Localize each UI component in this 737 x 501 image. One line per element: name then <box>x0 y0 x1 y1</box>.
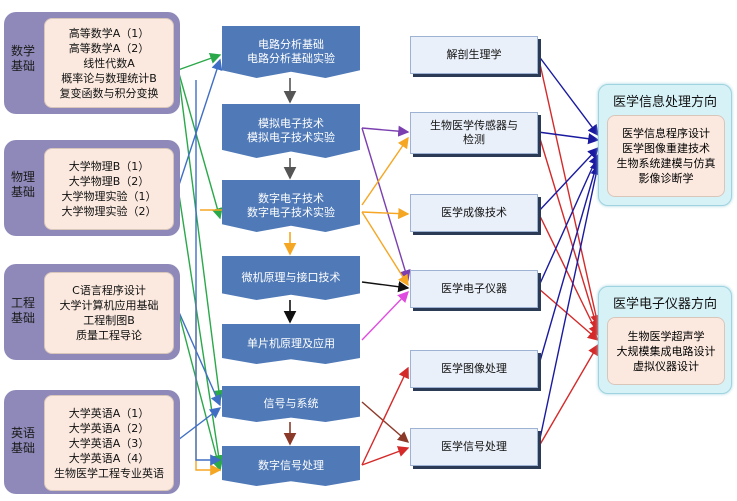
course-single-chip: 单片机原理及应用 <box>222 324 360 364</box>
group-physics: 物理基础 大学物理B（1） 大学物理B（2） 大学物理实验（1） 大学物理实验（… <box>4 140 180 236</box>
group-engineering: 工程基础 C语言程序设计 大学计算机应用基础 工程制图B 质量工程导论 <box>4 264 180 360</box>
group-arrows <box>177 53 225 476</box>
group-english-label: 英语基础 <box>10 426 35 455</box>
course-item: 复变函数与积分变换 <box>59 86 159 100</box>
group-math-courses: 高等数学A（1） 高等数学A（2） 线性代数A 概率论与数理统计B 复变函数与积… <box>44 18 174 108</box>
course-item: 大学物理B（1） <box>68 160 150 173</box>
course-biosensors: 生物医学传感器与 检测 <box>410 112 538 154</box>
course-item: 大学英语A（1） <box>68 406 150 420</box>
group-physics-label: 物理基础 <box>10 170 35 199</box>
course-item: 工程制图B <box>83 314 135 327</box>
box-line: 检测 <box>463 133 485 146</box>
ribbon-line: 模拟电子技术 <box>258 117 324 130</box>
course-item: 大学物理B（2） <box>68 175 150 188</box>
ribbon-line: 数字电子技术实验 <box>247 206 335 219</box>
course-item: 大学物理实验（2） <box>61 205 157 218</box>
direction-course: 影像诊断学 <box>638 172 694 185</box>
direction-info-processing: 医学信息处理方向 医学信息程序设计 医学图像重建技术 生物系统建模与仿真 影像诊… <box>598 84 732 206</box>
course-item: 大学英语A（4） <box>68 451 150 465</box>
group-engineering-courses: C语言程序设计 大学计算机应用基础 工程制图B 质量工程导论 <box>44 272 174 354</box>
course-medical-instruments: 医学电子仪器 <box>410 270 538 308</box>
box-line: 解剖生理学 <box>446 48 502 61</box>
course-dsp: 数字信号处理 <box>222 446 360 486</box>
course-analog-electronics: 模拟电子技术 模拟电子技术实验 <box>222 104 360 158</box>
direction-electronic-instruments: 医学电子仪器方向 生物医学超声学 大规模集成电路设计 虚拟仪器设计 <box>598 286 732 394</box>
course-anatomy-physiology: 解剖生理学 <box>410 36 538 74</box>
ribbon-line: 单片机原理及应用 <box>247 337 335 350</box>
direction-title: 医学信息处理方向 <box>612 95 717 110</box>
course-medical-signal-processing: 医学信号处理 <box>410 428 538 466</box>
group-english-courses: 大学英语A（1） 大学英语A（2） 大学英语A（3） 大学英语A（4） 生物医学… <box>44 395 174 491</box>
direction-course: 大规模集成电路设计 <box>616 344 716 358</box>
course-item: C语言程序设计 <box>72 284 146 297</box>
direction-courses: 医学信息程序设计 医学图像重建技术 生物系统建模与仿真 影像诊断学 <box>607 115 725 197</box>
course-item: 大学物理实验（1） <box>61 190 157 203</box>
ribbon-line: 数字电子技术 <box>258 192 324 205</box>
direction-course: 医学图像重建技术 <box>622 142 710 155</box>
course-item: 线性代数A <box>83 56 135 70</box>
box-line: 医学图像处理 <box>441 362 507 375</box>
right-direction-arrows <box>537 54 602 449</box>
direction-courses: 生物医学超声学 大规模集成电路设计 虚拟仪器设计 <box>607 317 725 385</box>
course-item: 高等数学A（1） <box>68 26 150 40</box>
course-item: 质量工程导论 <box>76 329 142 342</box>
middle-arrows <box>200 78 297 446</box>
direction-course: 虚拟仪器设计 <box>633 359 699 373</box>
course-signals-systems: 信号与系统 <box>222 386 360 422</box>
ribbon-line: 微机原理与接口技术 <box>241 271 341 284</box>
group-english: 英语基础 大学英语A（1） 大学英语A（2） 大学英语A（3） 大学英语A（4）… <box>4 390 180 494</box>
direction-title: 医学电子仪器方向 <box>612 297 717 312</box>
course-medical-imaging: 医学成像技术 <box>410 194 538 232</box>
direction-course: 医学信息程序设计 <box>622 127 710 140</box>
course-medical-image-processing: 医学图像处理 <box>410 350 538 388</box>
box-line: 医学电子仪器 <box>441 282 507 295</box>
mid-right-arrows <box>361 125 411 466</box>
course-item: 大学英语A（3） <box>68 436 150 450</box>
course-circuit-analysis: 电路分析基础 电路分析基础实验 <box>222 26 360 78</box>
group-math-label: 数学基础 <box>10 44 35 73</box>
group-math: 数学基础 高等数学A（1） 高等数学A（2） 线性代数A 概率论与数理统计B 复… <box>4 12 180 114</box>
course-item: 大学英语A（2） <box>68 421 150 435</box>
direction-course: 生物医学超声学 <box>627 329 705 343</box>
box-line: 医学信号处理 <box>441 440 507 453</box>
course-item: 高等数学A（2） <box>68 41 150 55</box>
course-item: 概率论与数理统计B <box>61 71 157 85</box>
ribbon-line: 模拟电子技术实验 <box>247 131 335 144</box>
ribbon-line: 电路分析基础 <box>258 38 324 51</box>
group-engineering-label: 工程基础 <box>10 296 35 325</box>
course-item: 大学计算机应用基础 <box>59 299 159 312</box>
course-digital-electronics: 数字电子技术 数字电子技术实验 <box>222 180 360 232</box>
course-item: 生物医学工程专业英语 <box>54 466 164 480</box>
ribbon-line: 信号与系统 <box>263 397 319 410</box>
ribbon-line: 电路分析基础实验 <box>247 52 335 65</box>
course-microcomputer: 微机原理与接口技术 <box>222 256 360 300</box>
direction-course: 生物系统建模与仿真 <box>616 157 716 170</box>
box-line: 生物医学传感器与 <box>430 119 518 132</box>
group-physics-courses: 大学物理B（1） 大学物理B（2） 大学物理实验（1） 大学物理实验（2） <box>44 148 174 230</box>
box-line: 医学成像技术 <box>441 206 507 219</box>
ribbon-line: 数字信号处理 <box>258 459 324 472</box>
